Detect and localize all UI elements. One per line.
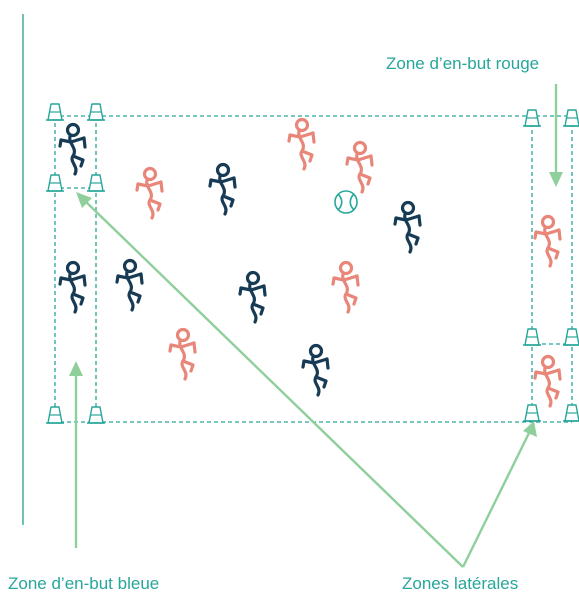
cone-icon	[522, 404, 542, 422]
player-icon	[208, 162, 237, 216]
player-icon	[533, 214, 562, 268]
blue-team	[58, 122, 422, 397]
lateral-zones-label: Zones latérales	[402, 574, 519, 593]
cone-icon	[562, 109, 579, 127]
cone-icon	[45, 406, 65, 424]
player-icon	[58, 260, 87, 314]
cone-icon	[522, 109, 542, 127]
field-boundaries	[53, 115, 576, 423]
cone-icon	[86, 406, 106, 424]
player-icon	[393, 200, 422, 254]
player-icon	[533, 354, 562, 408]
arrow-icon	[549, 172, 563, 187]
player-icon	[301, 343, 330, 397]
player-icon	[345, 140, 374, 194]
blue-endzone-label: Zone d’en-but bleue	[8, 574, 160, 593]
cone-icon	[86, 174, 106, 192]
player-icon	[135, 166, 164, 220]
red-endzone-label: Zone d’en-but rouge	[386, 54, 540, 73]
cone-icon	[45, 103, 65, 121]
cone-icon	[45, 174, 65, 192]
cone-icon	[522, 328, 542, 346]
arrow-icon	[523, 421, 537, 437]
red-team	[135, 117, 562, 408]
arrow-icon	[76, 192, 92, 208]
ball-icon	[334, 190, 358, 214]
player-icon	[168, 327, 197, 381]
arrow-icon	[69, 361, 83, 376]
cone-icon	[562, 328, 579, 346]
cone-icon	[562, 404, 579, 422]
player-icon	[238, 270, 267, 324]
player-icon	[287, 117, 316, 171]
player-icon	[115, 258, 144, 312]
cone-icon	[86, 103, 106, 121]
player-icon	[331, 260, 360, 314]
annotation-arrows	[69, 84, 563, 568]
player-icon	[58, 122, 87, 176]
